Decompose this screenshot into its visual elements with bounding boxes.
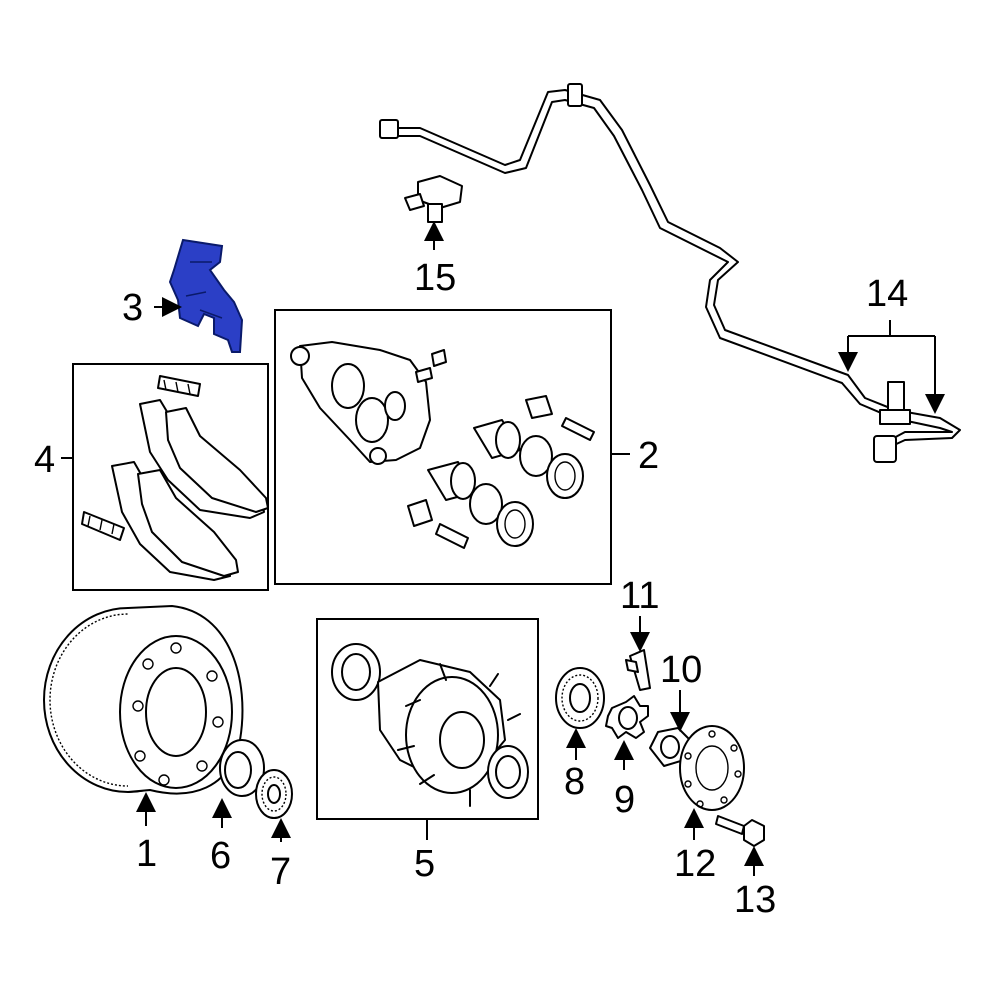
callout-15: 15 — [414, 257, 456, 299]
callout-14: 14 — [866, 273, 908, 315]
part-4-brake-pads[interactable] — [72, 363, 269, 591]
callout-8: 8 — [564, 761, 585, 803]
callout-5: 5 — [414, 843, 435, 885]
part-9-lock-ring[interactable] — [605, 695, 649, 739]
part-14-brake-hose[interactable] — [379, 83, 961, 463]
part-8-bearing[interactable] — [555, 667, 605, 729]
callout-labels: 1 2 3 4 5 6 7 8 9 10 11 12 13 14 15 — [34, 257, 908, 921]
leader-lines — [61, 221, 945, 876]
part-5-hub-assembly[interactable] — [316, 618, 539, 820]
callout-4: 4 — [34, 439, 55, 481]
part-15-abs-sensor[interactable] — [404, 175, 463, 223]
part-13-bolt[interactable] — [715, 815, 765, 847]
callout-1: 1 — [136, 833, 157, 875]
callout-12: 12 — [674, 843, 716, 885]
callout-2: 2 — [638, 435, 659, 477]
callout-3: 3 — [122, 287, 143, 329]
part-1-brake-rotor[interactable] — [43, 605, 244, 795]
callout-9: 9 — [614, 779, 635, 821]
callout-6: 6 — [210, 835, 231, 877]
part-3-caliper-bracket[interactable] — [168, 238, 244, 353]
part-10-nut[interactable] — [649, 727, 691, 767]
callout-11: 11 — [620, 575, 659, 617]
part-12-gasket[interactable] — [679, 725, 745, 811]
callout-13: 13 — [734, 879, 776, 921]
part-2-caliper-assembly[interactable] — [274, 309, 612, 585]
callout-7: 7 — [270, 851, 291, 893]
part-6-seal[interactable] — [219, 739, 265, 797]
callout-10: 10 — [660, 649, 702, 691]
part-11-lock-clip[interactable] — [625, 649, 651, 691]
part-7-bearing[interactable] — [255, 769, 293, 819]
